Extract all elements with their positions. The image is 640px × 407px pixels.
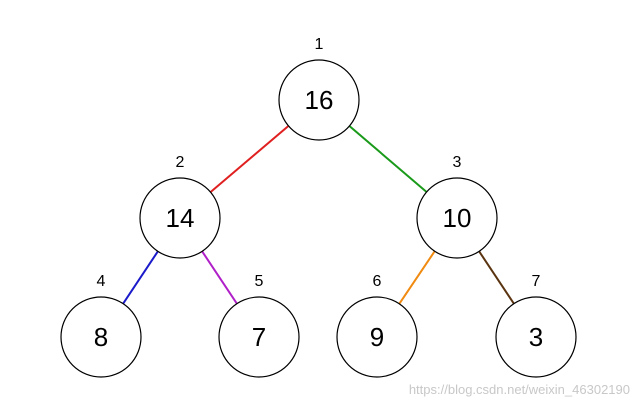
node-index-label: 1 [315, 36, 324, 53]
edge-2-4 [122, 250, 159, 305]
tree-node-2: 14 2 [139, 154, 221, 259]
node-circle [278, 59, 360, 141]
node-value: 10 [443, 203, 472, 233]
node-value: 9 [370, 322, 384, 352]
edge-1-2 [209, 125, 290, 193]
node-index-label: 2 [176, 154, 185, 171]
edges-layer [122, 125, 515, 305]
node-circle [495, 296, 577, 378]
node-value: 8 [94, 322, 108, 352]
tree-node-6: 96 [336, 273, 418, 378]
edge-3-7 [478, 250, 515, 305]
tree-node-7: 37 [495, 273, 577, 378]
node-circle [336, 296, 418, 378]
node-value: 7 [252, 322, 266, 352]
node-index-label: 7 [532, 273, 541, 290]
node-index-label: 5 [255, 273, 264, 290]
tree-node-3: 10 3 [416, 154, 498, 259]
node-index-label: 4 [97, 273, 106, 290]
edge-1-3 [348, 125, 428, 193]
tree-node-1: 16 1 [278, 36, 360, 141]
node-value: 16 [305, 85, 334, 115]
watermark-url: https://blog.csdn.net/weixin_46302190 [408, 382, 630, 397]
node-circle [218, 296, 300, 378]
node-index-label: 6 [373, 273, 382, 290]
node-circle [416, 177, 498, 259]
edge-3-6 [398, 250, 436, 305]
tree-node-4: 84 [60, 273, 142, 378]
node-circle [60, 296, 142, 378]
edge-2-5 [201, 250, 238, 305]
node-index-label: 3 [453, 154, 462, 171]
node-value: 3 [529, 322, 543, 352]
tree-node-5: 75 [218, 273, 300, 378]
node-value: 14 [166, 203, 195, 233]
node-circle [139, 177, 221, 259]
